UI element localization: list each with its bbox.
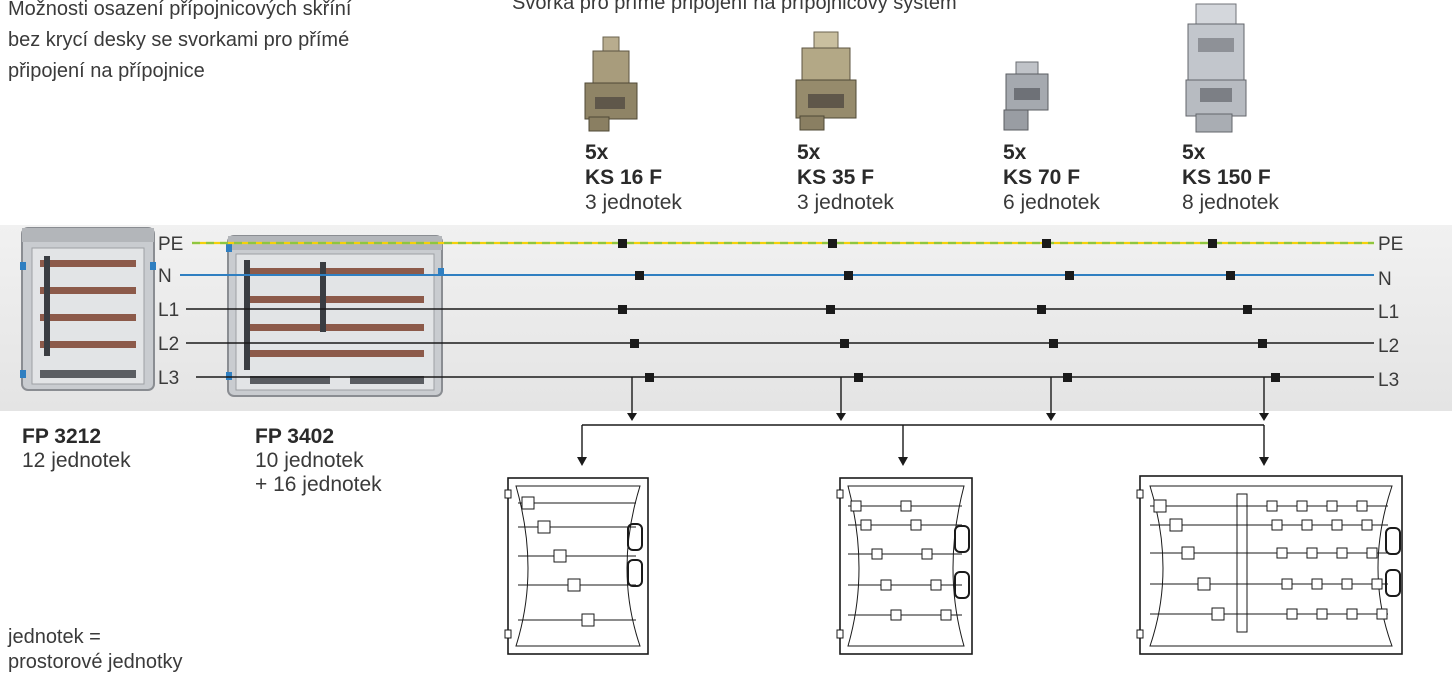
clamp-model: KS 70 F [1003, 166, 1081, 189]
clamp-item: 5x KS 150 F 8 jednotek [1182, 140, 1352, 215]
intro-line: bez krycí desky se svorkami pro přímé [8, 29, 350, 51]
clamp-ks16-image [584, 36, 638, 132]
clamp-units: 6 jednotek [1003, 191, 1100, 214]
clamp-marker [840, 339, 849, 348]
arrow-down-icon [577, 457, 587, 466]
busbar-label-pe-left: PE [158, 234, 183, 255]
clamp-marker [1243, 305, 1252, 314]
enclosure-units: + 16 jednotek [255, 473, 382, 496]
clamp-marker [1042, 239, 1051, 248]
clamp-units: 8 jednotek [1182, 191, 1279, 214]
clamp-item: 5x KS 70 F 6 jednotek [1003, 140, 1173, 215]
arrow-down-icon [1046, 413, 1056, 421]
clamp-marker [635, 271, 644, 280]
busbar-label-n-right: N [1378, 269, 1392, 290]
arrow-down-icon [1259, 457, 1269, 466]
busbar-labels-left: PE N L1 L2 L3 [158, 234, 183, 389]
enclosure-fp3402-image [226, 235, 444, 397]
clamp-marker [1271, 373, 1280, 382]
layout-drawing-ks35 [836, 477, 973, 655]
clamp-marker [854, 373, 863, 382]
clamp-units: 3 jednotek [585, 191, 682, 214]
enclosure-label: FP 3212 12 jednotek [22, 425, 131, 473]
clamp-item: 5x KS 35 F 3 jednotek [797, 140, 967, 215]
enclosure-units: 12 jednotek [22, 449, 131, 472]
clamp-qty: 5x [1003, 141, 1027, 164]
enclosure-fp3212-image [20, 227, 156, 391]
arrow-down-icon [898, 457, 908, 466]
busbar-label-l3-left: L3 [158, 368, 179, 389]
clamp-marker [1258, 339, 1267, 348]
busbar-label-l3-right: L3 [1378, 370, 1399, 391]
clamp-model: KS 150 F [1182, 166, 1271, 189]
clamp-marker [1208, 239, 1217, 248]
clamp-marker [1226, 271, 1235, 280]
clamp-marker [1063, 373, 1072, 382]
clamp-marker [826, 305, 835, 314]
clamp-marker [630, 339, 639, 348]
busbar-label-pe-right: PE [1378, 234, 1403, 255]
clamp-qty: 5x [797, 141, 821, 164]
busbar-label-l2-right: L2 [1378, 336, 1399, 357]
busbar-label-l2-left: L2 [158, 334, 179, 355]
clamp-item: 5x KS 16 F 3 jednotek [585, 140, 755, 215]
intro-line: připojení na přípojnice [8, 60, 205, 82]
clamp-qty: 5x [585, 141, 609, 164]
intro-text: Možnosti osazení přípojnicových skříní b… [8, 0, 428, 87]
busbar-labels-right: PE N L1 L2 L3 [1378, 234, 1403, 391]
clamp-marker [844, 271, 853, 280]
clamp-marker [1037, 305, 1046, 314]
arrow-down-icon [627, 413, 637, 421]
clamp-model: KS 16 F [585, 166, 663, 189]
arrow-down-icon [1259, 413, 1269, 421]
footnote: jednotek = prostorové jednotky [8, 625, 183, 675]
clamp-ks150-image [1185, 3, 1247, 133]
clamp-marker [1065, 271, 1074, 280]
layout-drawing-ks150 [1136, 475, 1403, 655]
clamp-marker [618, 239, 627, 248]
clamp-model: KS 35 F [797, 166, 875, 189]
enclosure-label: FP 3402 10 jednotek + 16 jednotek [255, 425, 382, 497]
connector-lines [581, 377, 1265, 458]
layout-drawing-ks16 [504, 477, 649, 655]
clamp-marker [1049, 339, 1058, 348]
arrow-down-icon [836, 413, 846, 421]
enclosure-model: FP 3212 [22, 425, 102, 448]
intro-line: Možnosti osazení přípojnicových skříní [8, 0, 352, 20]
clamp-units: 3 jednotek [797, 191, 894, 214]
busbar-label-l1-left: L1 [158, 300, 179, 321]
footnote-line: prostorové jednotky [8, 651, 183, 673]
clamp-marker [618, 305, 627, 314]
busbar-label-l1-right: L1 [1378, 302, 1399, 323]
busbar-label-n-left: N [158, 266, 172, 287]
clamp-ks70-image [1003, 61, 1049, 131]
enclosure-model: FP 3402 [255, 425, 335, 448]
clamp-qty: 5x [1182, 141, 1206, 164]
clamp-markers [618, 239, 1280, 382]
clamp-marker [828, 239, 837, 248]
clamp-ks35-image [795, 31, 857, 131]
clamp-marker [645, 373, 654, 382]
arrow-heads [577, 413, 1269, 466]
enclosure-units: 10 jednotek [255, 449, 364, 472]
footnote-line: jednotek = [8, 626, 101, 648]
clamps-caption: Svorka pro přímé připojení na přípojnico… [512, 0, 957, 14]
